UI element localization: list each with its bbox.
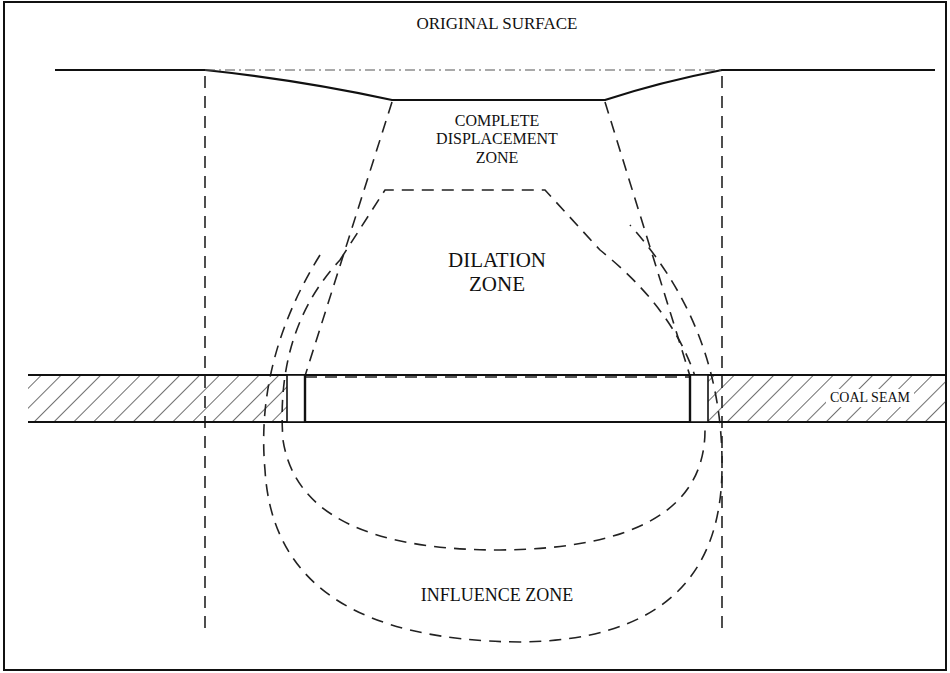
coal-seam-hatch xyxy=(28,375,305,422)
extracted-panel xyxy=(305,376,690,421)
seam-label: COAL SEAM xyxy=(826,389,914,407)
limit-line xyxy=(204,76,206,628)
dilation-boundary xyxy=(282,190,705,550)
coal-seam-hatch xyxy=(690,375,946,422)
rib-line xyxy=(689,375,691,422)
zone-label: DILATION ZONE xyxy=(432,248,562,296)
seam-roof xyxy=(28,374,946,376)
zone-label: COMPLETE DISPLACEMENT ZONE xyxy=(422,112,572,167)
original-surface-line xyxy=(205,69,722,70)
limit-line xyxy=(721,76,723,628)
influence-boundary xyxy=(264,225,722,642)
rib-line xyxy=(304,375,306,422)
surface-label: ORIGINAL SURFACE xyxy=(347,14,647,34)
displacement-boundary xyxy=(305,102,392,376)
caved-roof xyxy=(305,376,690,377)
zone-label: INFLUENCE ZONE xyxy=(367,585,627,606)
frame xyxy=(4,2,946,670)
pillar-edge xyxy=(287,375,305,422)
subsided-surface xyxy=(55,70,935,100)
seam-floor xyxy=(28,421,946,423)
pillar-edge xyxy=(690,375,708,422)
displacement-boundary xyxy=(605,102,690,376)
